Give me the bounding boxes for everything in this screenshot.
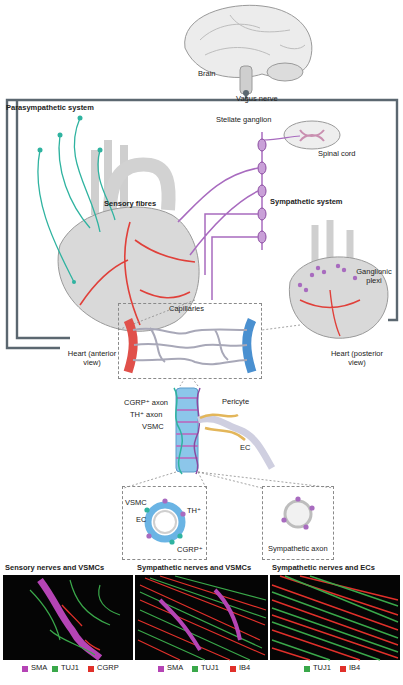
vessel-detail xyxy=(174,388,272,474)
legend-label: TUJ1 xyxy=(201,664,219,673)
legend-swatch xyxy=(230,666,236,672)
legend-swatch xyxy=(304,666,310,672)
node-label: EC xyxy=(136,516,146,525)
vagus-lines xyxy=(7,94,397,348)
annotation-label: Ganglionic plexi xyxy=(352,268,396,285)
annotation-label: CGRP⁺ axon xyxy=(124,399,168,408)
legend-swatch xyxy=(340,666,346,672)
annotation-label: Stellate ganglion xyxy=(216,116,271,125)
leader-lines xyxy=(118,300,300,330)
panel-title: Sympathetic nerves and VSMCs xyxy=(137,564,251,573)
annotation-label: Heart (posterior view) xyxy=(322,350,392,367)
cross-section-left xyxy=(144,498,185,544)
node-label: TH⁺ xyxy=(187,507,201,516)
micrograph-1 xyxy=(3,575,133,660)
sensory-dots xyxy=(38,116,103,285)
legend-swatch xyxy=(192,666,198,672)
legend-swatch xyxy=(22,666,28,672)
micrograph-3 xyxy=(270,575,400,660)
micrograph-panel: Sympathetic nerves and VSMCs xyxy=(135,563,268,660)
micrograph-2 xyxy=(135,575,268,660)
annotation-label: Sympathetic system xyxy=(270,198,343,207)
micrograph-panel: Sensory nerves and VSMCs xyxy=(3,563,133,660)
legend-label: IB4 xyxy=(349,664,360,673)
annotation-label: Sensory fibres xyxy=(104,200,156,209)
node-label: CGRP⁺ xyxy=(177,546,203,555)
sensory-fibres xyxy=(38,118,115,282)
leader-lines xyxy=(180,378,198,386)
legend-swatch xyxy=(52,666,58,672)
annotation-label: VSMC xyxy=(142,423,164,432)
legend-swatch xyxy=(88,666,94,672)
annotation-label: TH⁺ axon xyxy=(130,411,162,420)
node-label: Sympathetic axon xyxy=(268,545,328,554)
capillary-drawing xyxy=(128,320,252,372)
legend-swatch xyxy=(158,666,164,672)
panel-title: Sensory nerves and VSMCs xyxy=(5,564,104,573)
legend-label: SMA xyxy=(31,664,47,673)
legend-label: TUJ1 xyxy=(61,664,79,673)
cross-section-box: Sympathetic axon xyxy=(262,486,334,560)
annotation-label: Vagus nerve xyxy=(236,95,278,104)
legend-label: SMA xyxy=(167,664,183,673)
micrograph-panel: Sympathetic nerves and ECs xyxy=(270,563,400,660)
cross-section-box: VSMC EC TH⁺ CGRP⁺ xyxy=(122,486,207,560)
legend-label: TUJ1 xyxy=(313,664,331,673)
annotation-label: Heart (anterior view) xyxy=(62,350,122,367)
legend-label: IB4 xyxy=(239,664,250,673)
brain-drawing xyxy=(185,5,312,96)
annotation-label: Spinal cord xyxy=(318,150,356,159)
node-label: VSMC xyxy=(125,499,147,508)
legend-label: CGRP xyxy=(97,664,119,673)
annotation-label: Parasympathetic system xyxy=(6,104,94,113)
capillary-box: Capillaries xyxy=(118,303,262,379)
annotation-label: Brain xyxy=(198,70,216,79)
cross-section-right xyxy=(281,496,314,529)
node-label: Capillaries xyxy=(169,305,204,314)
annotation-label: EC xyxy=(240,444,250,453)
annotation-label: Pericyte xyxy=(222,398,249,407)
panel-title: Sympathetic nerves and ECs xyxy=(272,564,375,573)
